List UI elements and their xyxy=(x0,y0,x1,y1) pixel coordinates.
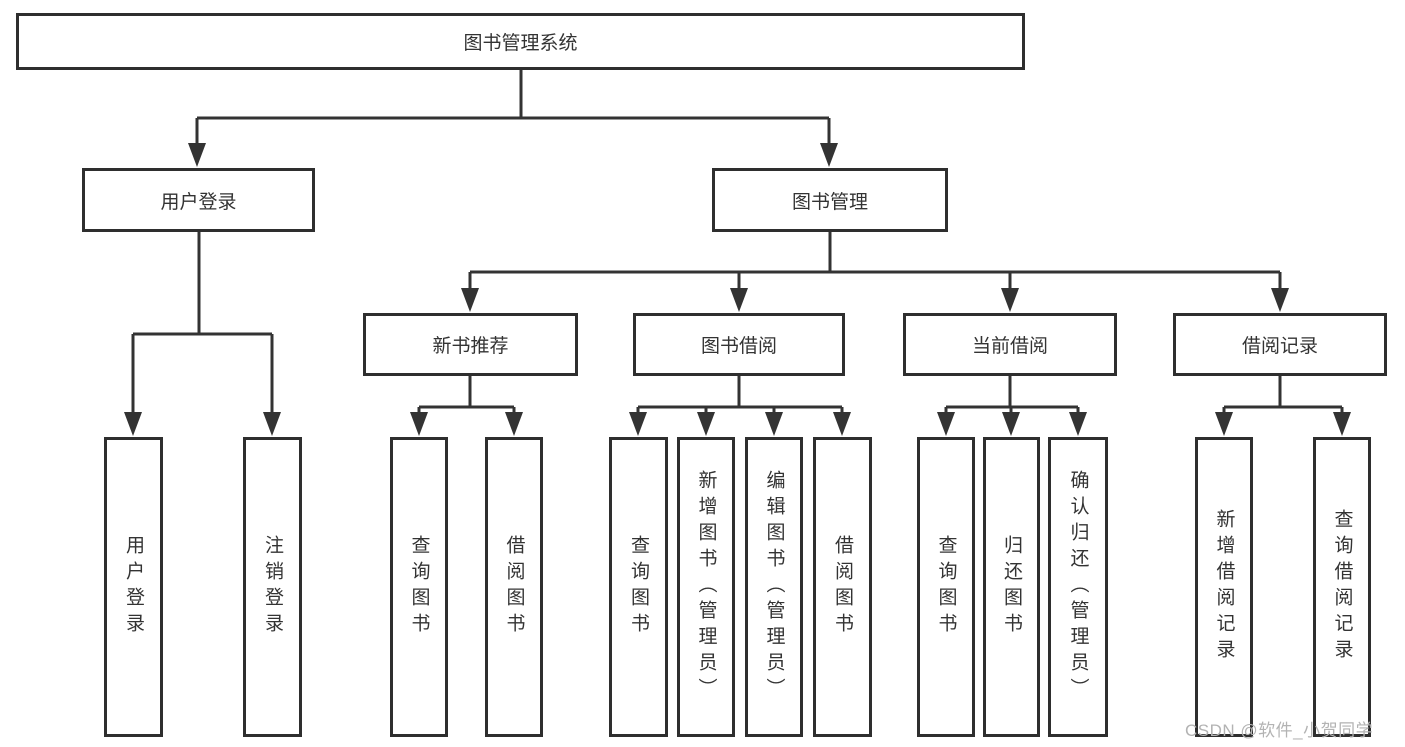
node-label: 查询借阅记录 xyxy=(1331,509,1353,665)
node-label: 图书管理 xyxy=(791,191,868,213)
connector-record-to-leaves xyxy=(1222,376,1344,414)
node-label: 查询图书 xyxy=(935,535,957,639)
connector-bookmgmt-to-level3 xyxy=(468,232,1282,290)
node-label: 编辑图书（管理员） xyxy=(763,470,785,704)
arrow-down-icon xyxy=(629,412,647,436)
node-label: 新增借阅记录 xyxy=(1213,509,1235,665)
node-label: 借阅图书 xyxy=(503,535,525,639)
node-label: 查询图书 xyxy=(408,535,430,639)
node-book-management: 图书管理 xyxy=(712,168,948,232)
leaf-add-book-admin: 新增图书（管理员） xyxy=(677,437,735,737)
node-label: 注销登录 xyxy=(262,535,283,639)
node-label: 新书推荐 xyxy=(432,336,509,357)
node-label: 借阅图书 xyxy=(832,535,853,639)
arrow-down-icon xyxy=(1271,288,1289,312)
arrow-down-icon xyxy=(1001,288,1019,312)
arrow-down-icon xyxy=(730,288,748,312)
arrow-down-icon xyxy=(697,412,715,436)
node-new-book-recommend: 新书推荐 xyxy=(363,313,578,376)
leaf-logout: 注销登录 xyxy=(243,437,302,737)
leaf-query-book: 查询图书 xyxy=(390,437,448,737)
node-label: 当前借阅 xyxy=(971,336,1048,357)
node-label: 确认归还（管理员） xyxy=(1067,470,1089,704)
arrow-down-icon xyxy=(1069,412,1087,436)
node-label: 图书借阅 xyxy=(700,336,777,357)
node-borrow-record: 借阅记录 xyxy=(1173,313,1387,376)
node-book-borrow: 图书借阅 xyxy=(633,313,845,376)
connector-newbook-to-leaves xyxy=(417,376,516,414)
leaf-user-login: 用户登录 xyxy=(104,437,163,737)
connector-userlogin-to-leaves xyxy=(131,232,274,414)
arrow-down-icon xyxy=(820,143,838,167)
leaf-query-book: 查询图书 xyxy=(609,437,668,737)
connector-current-to-leaves xyxy=(944,376,1080,414)
node-label: 图书管理系统 xyxy=(463,33,578,54)
node-label: 查询图书 xyxy=(628,535,649,639)
node-user-login: 用户登录 xyxy=(82,168,315,232)
leaf-borrow-book: 借阅图书 xyxy=(485,437,543,737)
arrow-down-icon xyxy=(505,412,523,436)
arrow-down-icon xyxy=(1333,412,1351,436)
arrow-down-icon xyxy=(461,288,479,312)
csdn-watermark: CSDN @软件_小贺同学 xyxy=(1185,721,1374,740)
connector-borrow-to-leaves xyxy=(636,376,844,414)
connector-root-to-level2 xyxy=(195,70,831,145)
leaf-query-borrow-record: 查询借阅记录 xyxy=(1313,437,1371,737)
arrow-down-icon xyxy=(937,412,955,436)
arrow-down-icon xyxy=(124,412,142,436)
node-label: 借阅记录 xyxy=(1241,336,1318,357)
arrow-down-icon xyxy=(410,412,428,436)
arrow-down-icon xyxy=(1002,412,1020,436)
node-label: 用户登录 xyxy=(123,535,144,639)
node-current-borrow: 当前借阅 xyxy=(903,313,1117,376)
node-label: 用户登录 xyxy=(160,191,237,213)
node-system-root: 图书管理系统 xyxy=(16,13,1025,70)
arrow-down-icon xyxy=(263,412,281,436)
arrow-down-icon xyxy=(188,143,206,167)
leaf-borrow-book: 借阅图书 xyxy=(813,437,872,737)
arrow-down-icon xyxy=(833,412,851,436)
arrow-down-icon xyxy=(765,412,783,436)
arrow-down-icon xyxy=(1215,412,1233,436)
leaf-return-book: 归还图书 xyxy=(983,437,1040,737)
node-label: 新增图书（管理员） xyxy=(695,470,717,704)
leaf-edit-book-admin: 编辑图书（管理员） xyxy=(745,437,803,737)
node-label: 归还图书 xyxy=(1001,535,1022,639)
leaf-confirm-return-admin: 确认归还（管理员） xyxy=(1048,437,1108,737)
leaf-add-borrow-record: 新增借阅记录 xyxy=(1195,437,1253,737)
leaf-query-book: 查询图书 xyxy=(917,437,975,737)
